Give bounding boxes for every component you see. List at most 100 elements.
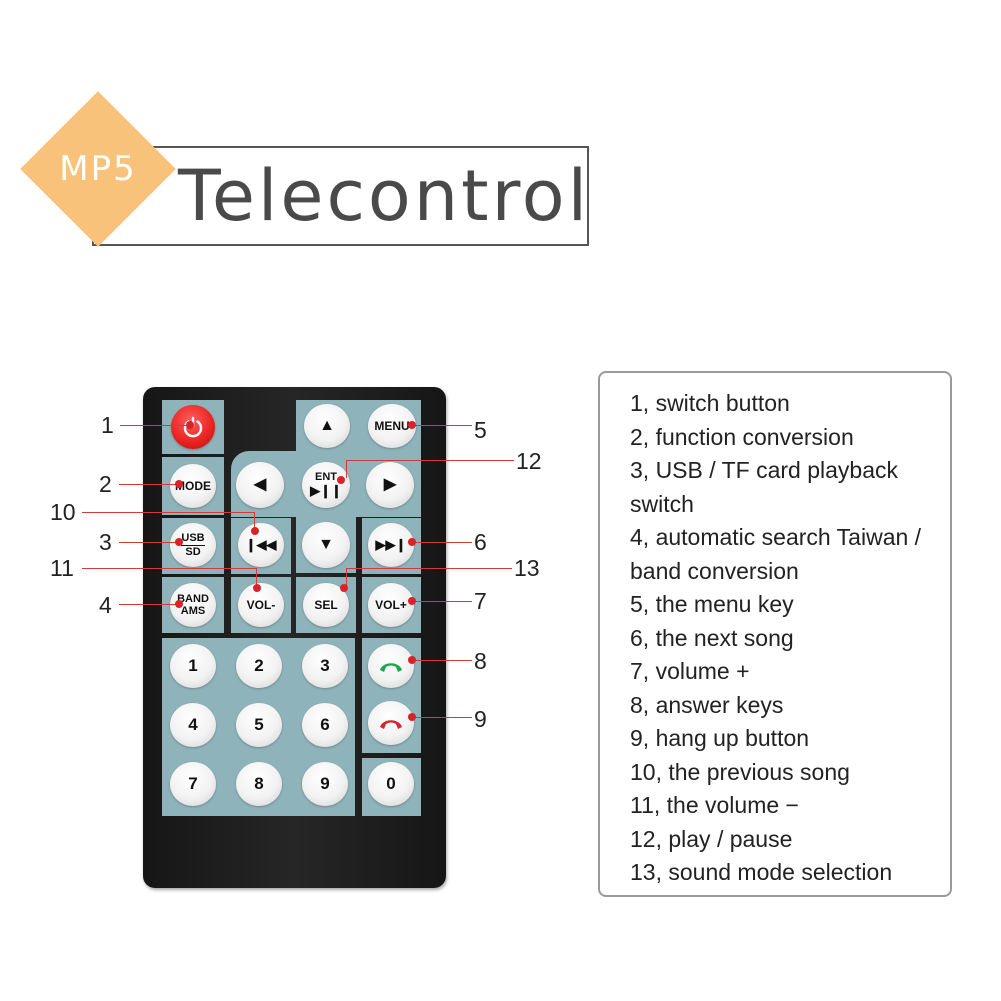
digit-label: 5 bbox=[254, 715, 264, 734]
callout-9: 9 bbox=[474, 706, 487, 732]
callout-8: 8 bbox=[474, 648, 487, 674]
legend-item: 5, the menu key bbox=[630, 591, 794, 617]
menu-button-label: MENU bbox=[374, 419, 410, 433]
legend-item: 2, function conversion bbox=[630, 423, 854, 450]
leader-line-4 bbox=[119, 604, 179, 605]
next-song-button[interactable]: ▶▶❙ bbox=[368, 523, 414, 567]
digit-8-button[interactable]: 8 bbox=[236, 762, 282, 806]
leader-line-10 bbox=[82, 512, 254, 513]
answer-button[interactable] bbox=[368, 644, 414, 688]
left-button[interactable]: ◀ bbox=[236, 462, 284, 508]
leader-line-5 bbox=[412, 425, 472, 426]
leader-line-10-drop bbox=[254, 512, 255, 530]
digit-2-button[interactable]: 2 bbox=[236, 644, 282, 688]
skip-forward-icon: ▶▶❙ bbox=[375, 537, 407, 552]
leader-line-3 bbox=[119, 542, 179, 543]
marker-dot-1 bbox=[186, 421, 194, 429]
band-label: BAND bbox=[177, 593, 209, 605]
callout-6: 6 bbox=[474, 529, 487, 555]
marker-dot-4 bbox=[175, 600, 183, 608]
arrow-down-icon: ▼ bbox=[318, 536, 334, 553]
digit-label: 9 bbox=[320, 774, 330, 793]
legend-item: 8, answer keys bbox=[630, 691, 784, 718]
callout-12: 12 bbox=[516, 448, 542, 474]
callout-3: 3 bbox=[99, 529, 112, 555]
marker-dot-11 bbox=[253, 584, 261, 592]
sel-label: SEL bbox=[314, 598, 338, 612]
marker-dot-12 bbox=[337, 476, 345, 484]
leader-line-12 bbox=[346, 460, 514, 461]
vol-plus-label: VOL+ bbox=[375, 598, 407, 612]
digit-label: 0 bbox=[386, 774, 396, 793]
callout-5: 5 bbox=[474, 417, 487, 443]
previous-song-button[interactable]: ❙◀◀ bbox=[238, 523, 284, 567]
leader-line-1 bbox=[120, 425, 190, 426]
callout-10: 10 bbox=[50, 499, 76, 525]
legend-item: 1, switch button bbox=[630, 390, 790, 416]
legend-item: switch bbox=[630, 490, 694, 517]
callout-4: 4 bbox=[99, 592, 112, 618]
volume-down-button[interactable]: VOL- bbox=[238, 583, 284, 627]
phone-answer-icon bbox=[380, 663, 402, 672]
legend-item: 11, the volume − bbox=[630, 792, 799, 818]
leader-line-8 bbox=[412, 660, 472, 661]
legend-item: 12, play / pause bbox=[630, 825, 793, 852]
callout-1: 1 bbox=[101, 412, 114, 438]
marker-dot-9 bbox=[408, 713, 416, 721]
skip-back-icon: ❙◀◀ bbox=[245, 537, 277, 552]
leader-line-12-drop bbox=[346, 460, 347, 478]
up-button[interactable]: ▲ bbox=[304, 404, 350, 448]
digit-0-button[interactable]: 0 bbox=[368, 762, 414, 806]
leader-line-11-drop bbox=[256, 568, 257, 588]
arrow-left-icon: ◀ bbox=[253, 476, 267, 493]
title-frame bbox=[92, 146, 589, 246]
legend-item: 9, hang up button bbox=[630, 725, 810, 751]
digit-3-button[interactable]: 3 bbox=[302, 644, 348, 688]
down-button[interactable]: ▼ bbox=[302, 522, 350, 568]
ent-label: ENT bbox=[315, 471, 337, 483]
usb-label: USB bbox=[181, 532, 205, 546]
digit-label: 1 bbox=[188, 656, 198, 675]
leader-line-2 bbox=[119, 484, 179, 485]
digit-9-button[interactable]: 9 bbox=[302, 762, 348, 806]
leader-line-9 bbox=[412, 717, 472, 718]
legend-item: 7, volume + bbox=[630, 658, 750, 684]
digit-1-button[interactable]: 1 bbox=[170, 644, 216, 688]
digit-6-button[interactable]: 6 bbox=[302, 703, 348, 747]
leader-line-11 bbox=[82, 568, 256, 569]
mode-button[interactable]: MODE bbox=[170, 464, 216, 508]
legend-item: 3, USB / TF card playback bbox=[630, 457, 899, 483]
marker-dot-3 bbox=[175, 538, 183, 546]
play-pause-button[interactable]: ENT ▶❙❙ bbox=[302, 462, 350, 508]
hang-up-button[interactable] bbox=[368, 701, 414, 745]
digit-5-button[interactable]: 5 bbox=[236, 703, 282, 747]
digit-7-button[interactable]: 7 bbox=[170, 762, 216, 806]
legend-item: 10, the previous song bbox=[630, 758, 850, 785]
leader-line-6 bbox=[412, 542, 472, 543]
volume-up-button[interactable]: VOL+ bbox=[368, 583, 414, 627]
arrow-right-icon: ▶ bbox=[383, 476, 397, 493]
leader-line-13 bbox=[346, 568, 512, 569]
callout-2: 2 bbox=[99, 471, 112, 497]
marker-dot-5 bbox=[408, 421, 416, 429]
digit-4-button[interactable]: 4 bbox=[170, 703, 216, 747]
vol-minus-label: VOL- bbox=[246, 598, 276, 612]
leader-line-13-drop bbox=[346, 568, 347, 588]
marker-dot-6 bbox=[408, 538, 416, 546]
legend-item: band conversion bbox=[630, 557, 799, 584]
legend-item: 4, automatic search Taiwan / bbox=[630, 524, 922, 550]
digit-label: 6 bbox=[320, 715, 330, 734]
arrow-up-icon: ▲ bbox=[319, 417, 335, 434]
marker-dot-13 bbox=[340, 584, 348, 592]
marker-dot-8 bbox=[408, 656, 416, 664]
mode-button-label: MODE bbox=[175, 479, 211, 493]
digit-label: 2 bbox=[254, 656, 264, 675]
digit-label: 3 bbox=[320, 656, 330, 675]
marker-dot-10 bbox=[251, 527, 259, 535]
right-button[interactable]: ▶ bbox=[366, 462, 414, 508]
callout-13: 13 bbox=[514, 555, 540, 581]
usb-sd-button[interactable]: USB SD bbox=[170, 523, 216, 567]
play-pause-icon: ▶❙❙ bbox=[310, 483, 342, 498]
digit-label: 8 bbox=[254, 774, 264, 793]
sd-label: SD bbox=[185, 546, 201, 558]
